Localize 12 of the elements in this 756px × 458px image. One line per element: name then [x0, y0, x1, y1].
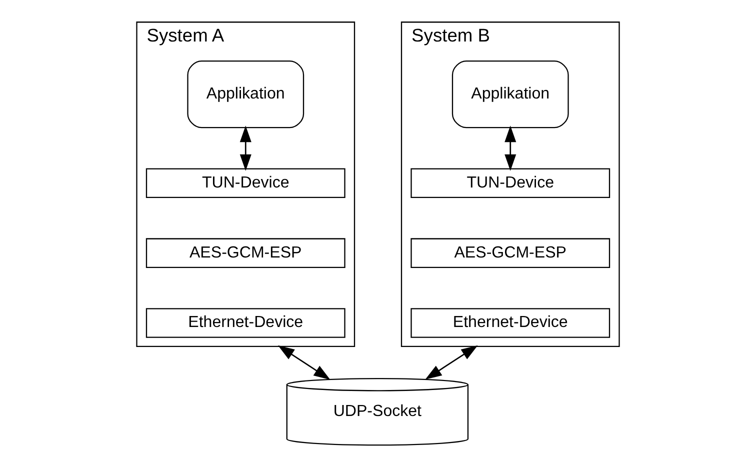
node-box: Ethernet-Device [146, 308, 346, 338]
node-box: Ethernet-Device [410, 308, 610, 338]
node-box: TUN-Device [410, 168, 610, 198]
node-box: Applikation [187, 60, 304, 128]
node-box: AES-GCM-ESP [146, 238, 346, 268]
node-box: AES-GCM-ESP [410, 238, 610, 268]
node-box: Applikation [452, 60, 569, 128]
arrow [240, 126, 252, 171]
arrow [425, 345, 478, 380]
arrow [504, 126, 516, 171]
arrow [278, 345, 330, 380]
node-box: TUN-Device [146, 168, 346, 198]
